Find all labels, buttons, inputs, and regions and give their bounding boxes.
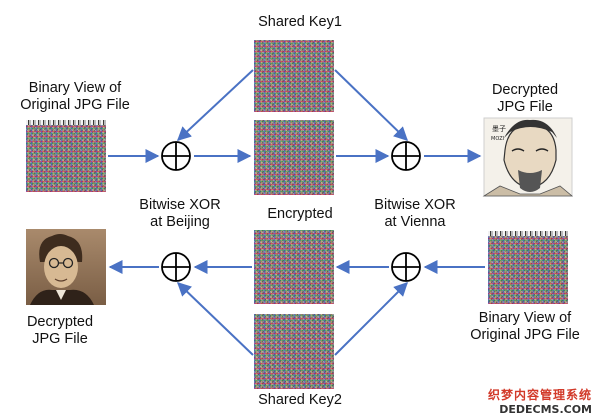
arrow-shared-key1-to-xor-vienna <box>335 70 407 140</box>
watermark: 织梦内容管理系统 DEDECMS.COM <box>488 386 592 416</box>
watermark-line1: 织梦内容管理系统 <box>488 386 592 403</box>
xor-node-vienna-top <box>392 142 420 170</box>
arrows <box>108 70 485 355</box>
arrow-shared-key2-to-xor-vienna <box>335 283 407 355</box>
arrow-shared-key1-to-xor-beijing <box>178 70 253 140</box>
xor-node-beijing-top <box>162 142 190 170</box>
xor-node-vienna-bottom <box>392 253 420 281</box>
right-portrait-caption2: MOZI <box>491 136 504 142</box>
right-portrait-caption: 墨子 <box>492 125 506 133</box>
watermark-line2: DEDECMS.COM <box>488 403 592 416</box>
xor-node-beijing-bottom <box>162 253 190 281</box>
decrypted-portrait-right: 墨子 MOZI <box>484 118 572 196</box>
arrow-shared-key2-to-xor-beijing <box>178 283 253 355</box>
decrypted-portrait-left <box>26 229 106 305</box>
